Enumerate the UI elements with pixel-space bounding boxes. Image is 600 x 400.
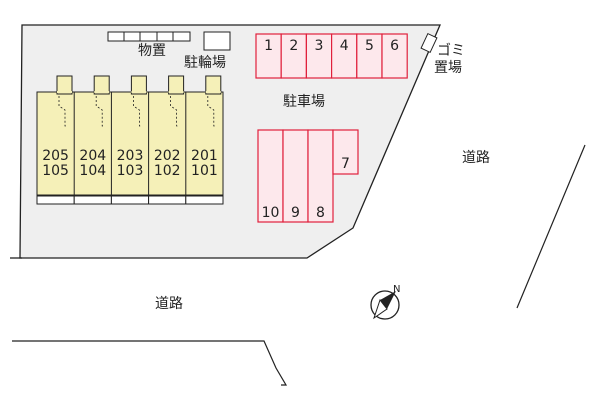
parking-space: 4 xyxy=(331,33,358,79)
parking-space: 5 xyxy=(356,33,383,79)
parking-space-number: 7 xyxy=(341,156,350,172)
unit-number-lower: 101 xyxy=(191,163,218,179)
parking-space: 3 xyxy=(305,33,333,79)
parking-space-number: 10 xyxy=(262,205,280,221)
parking-space-number: 8 xyxy=(316,205,325,221)
parking-space: 8 xyxy=(307,129,334,223)
road-label-bottom: 道路 xyxy=(155,296,183,312)
north-arrow-icon: N xyxy=(370,284,400,320)
unit-number-lower: 103 xyxy=(117,163,144,179)
unit-number-upper: 205 xyxy=(42,148,69,164)
balcony xyxy=(36,195,75,205)
road-edge-right xyxy=(516,144,586,309)
north-mark-label: N xyxy=(393,284,400,295)
balcony xyxy=(73,195,112,205)
unit-number-lower: 105 xyxy=(42,163,69,179)
unit-number-upper: 201 xyxy=(191,148,218,164)
parking-space: 2 xyxy=(280,33,308,79)
parking-lot-label: 駐車場 xyxy=(283,93,325,110)
garbage-label-bottom: 置場 xyxy=(434,60,462,76)
parking-space: 6 xyxy=(381,33,408,79)
unit-number-upper: 204 xyxy=(79,148,106,164)
road-edge-bottom xyxy=(12,340,288,386)
unit-number-lower: 102 xyxy=(154,163,181,179)
parking-space: 7 xyxy=(332,129,359,175)
parking-space-number: 3 xyxy=(315,38,324,54)
unit-number-lower: 104 xyxy=(79,163,106,179)
balcony xyxy=(148,195,187,205)
parking-space-number: 1 xyxy=(264,38,273,54)
parking-space-number: 6 xyxy=(390,38,399,54)
road-label-right: 道路 xyxy=(462,150,490,166)
parking-space-number: 5 xyxy=(365,38,374,54)
garbage-area-box xyxy=(420,32,438,54)
unit-number-upper: 202 xyxy=(154,148,181,164)
bicycle-parking-label: 駐輪場 xyxy=(184,54,226,71)
parking-space: 10 xyxy=(257,129,284,223)
storage-sheds xyxy=(107,31,191,42)
balcony xyxy=(110,195,150,205)
parking-space-number: 2 xyxy=(289,38,298,54)
building-body xyxy=(36,91,224,196)
unit-number-upper: 203 xyxy=(117,148,144,164)
parking-space: 1 xyxy=(255,33,282,79)
storage-label: 物置 xyxy=(138,43,166,59)
bicycle-parking-box xyxy=(203,31,231,51)
parking-space: 9 xyxy=(282,129,309,223)
parking-space-number: 9 xyxy=(291,205,300,221)
balcony xyxy=(185,195,224,205)
parking-space-number: 4 xyxy=(340,38,349,54)
garbage-label-top: ゴミ xyxy=(437,42,465,59)
